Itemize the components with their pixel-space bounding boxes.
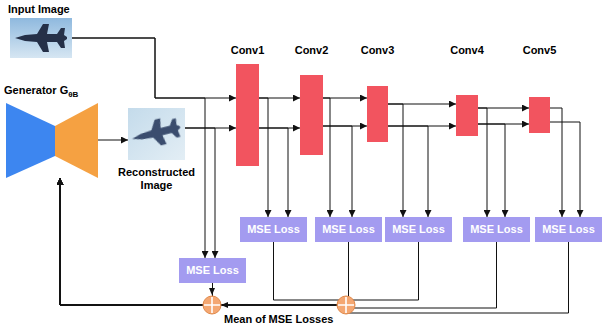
node-label: Conv1 bbox=[231, 44, 265, 56]
connector bbox=[259, 128, 288, 217]
node-label: MSE Loss bbox=[186, 264, 239, 276]
node-heading: MSE Loss bbox=[537, 223, 600, 236]
loss-box: MSE Loss bbox=[385, 217, 452, 242]
connector bbox=[388, 126, 428, 217]
connector bbox=[60, 178, 213, 305]
connector bbox=[323, 126, 352, 217]
node-heading: MSE Loss bbox=[181, 264, 244, 277]
conv-layer: Conv3 bbox=[367, 86, 388, 142]
plus-sign bbox=[338, 297, 354, 313]
conv-layer: Conv1 bbox=[236, 64, 259, 166]
node-label: Reconstructed Image bbox=[118, 166, 195, 191]
connector bbox=[259, 98, 268, 217]
node-label: Conv2 bbox=[295, 44, 329, 56]
connector bbox=[60, 178, 349, 305]
input-photo bbox=[10, 18, 72, 58]
conv-layer: Conv4 bbox=[456, 95, 478, 136]
node-label: MSE Loss bbox=[470, 223, 523, 235]
node-heading: MSE Loss bbox=[317, 223, 380, 236]
decoder-shape bbox=[55, 103, 98, 178]
sum-circle bbox=[203, 296, 221, 314]
node-heading: MSE Loss bbox=[387, 223, 450, 236]
encoder-shape bbox=[6, 103, 55, 178]
loss-box: MSE Loss bbox=[179, 258, 246, 283]
sum-circle bbox=[337, 296, 355, 314]
node-heading: Conv4 bbox=[450, 44, 484, 57]
node-heading: Conv5 bbox=[523, 44, 557, 57]
node-heading: Conv2 bbox=[295, 44, 329, 57]
node-label: MSE Loss bbox=[247, 223, 300, 235]
connector bbox=[185, 128, 215, 258]
node-heading: MSE Loss bbox=[242, 223, 305, 236]
node-heading: Reconstructed Image bbox=[114, 166, 200, 192]
arrow-head bbox=[209, 288, 215, 295]
node-heading: Input Image bbox=[8, 3, 70, 16]
loss-box: MSE Loss bbox=[240, 217, 307, 242]
connector bbox=[60, 178, 569, 313]
plus-sign bbox=[204, 297, 220, 313]
jet-figure bbox=[129, 114, 183, 152]
connector bbox=[60, 178, 497, 308]
connector bbox=[72, 38, 236, 98]
reconstructed-photo bbox=[128, 108, 185, 160]
jet-figure bbox=[15, 24, 67, 52]
connector bbox=[550, 122, 580, 217]
node-heading: Generator GθB bbox=[4, 84, 78, 101]
reconstructed-image: Reconstructed Image bbox=[128, 108, 185, 160]
node-heading: Conv3 bbox=[361, 44, 395, 57]
connector bbox=[388, 104, 403, 217]
connector bbox=[550, 108, 562, 217]
node-label: Conv4 bbox=[450, 44, 484, 56]
connector bbox=[323, 98, 330, 217]
node-label: Generator G bbox=[4, 84, 68, 96]
conv-layer: Conv2 bbox=[300, 75, 323, 155]
node-label: MSE Loss bbox=[392, 223, 445, 235]
generator: Generator GθB bbox=[6, 103, 98, 178]
arrow-head bbox=[221, 302, 228, 308]
node-label: MSE Loss bbox=[542, 223, 595, 235]
loss-box: MSE Loss bbox=[463, 217, 530, 242]
connector bbox=[478, 124, 505, 217]
node-label: MSE Loss bbox=[322, 223, 375, 235]
loss-box: MSE Loss bbox=[535, 217, 602, 242]
node-heading: MSE Loss bbox=[465, 223, 528, 236]
node-label: Conv3 bbox=[361, 44, 395, 56]
node-heading: Conv1 bbox=[231, 44, 265, 57]
connector bbox=[60, 178, 419, 305]
caption-note: Mean of MSE Losses bbox=[224, 313, 333, 326]
input-image: Input Image bbox=[10, 18, 72, 58]
subscript: θB bbox=[68, 90, 78, 99]
conv-layer: Conv5 bbox=[529, 97, 550, 133]
node-label: Conv5 bbox=[523, 44, 557, 56]
connector bbox=[98, 140, 128, 141]
node-label: Input Image bbox=[8, 3, 70, 15]
loss-box: MSE Loss bbox=[315, 217, 382, 242]
connector bbox=[60, 178, 346, 305]
